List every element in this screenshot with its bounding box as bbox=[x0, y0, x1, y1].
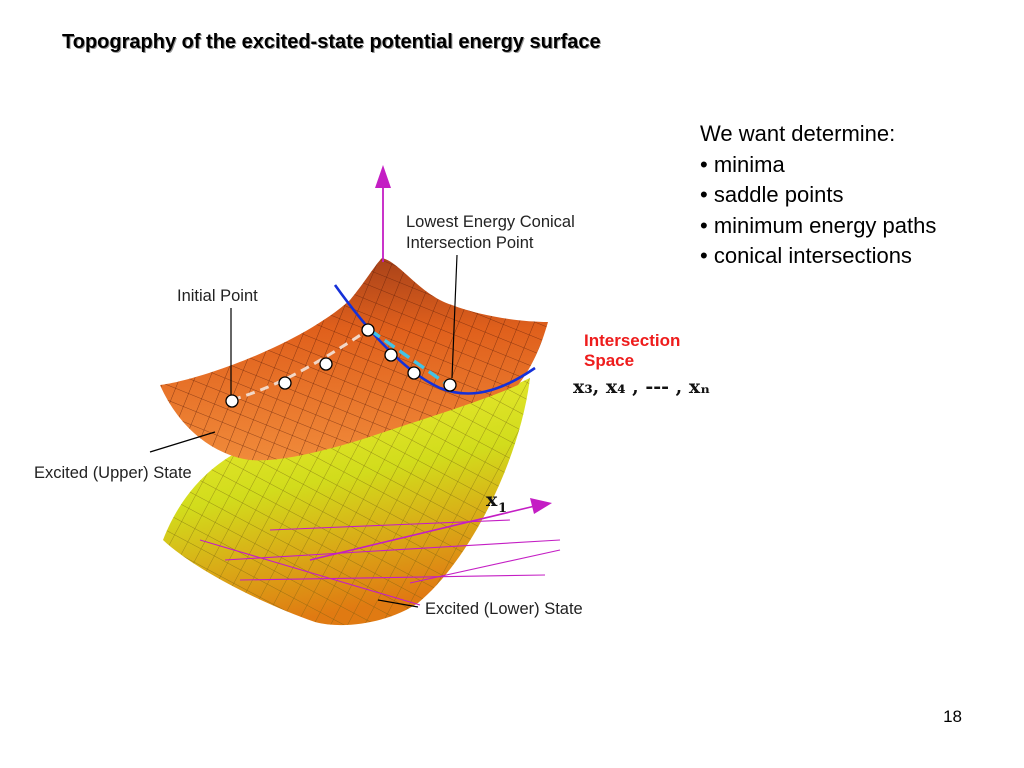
path-point bbox=[361, 323, 375, 337]
leader-lines bbox=[149, 254, 458, 608]
lowest-ci-label-line1: Lowest Energy Conical bbox=[406, 213, 575, 231]
bullet-conical-intersections: conical intersections bbox=[700, 241, 936, 272]
bullet-saddle-points: saddle points bbox=[700, 180, 936, 211]
path-point bbox=[319, 357, 333, 371]
upper-state-label: Excited (Upper) State bbox=[34, 464, 192, 482]
path-initial-to-seam bbox=[231, 328, 369, 402]
lower-state-surface bbox=[163, 378, 530, 626]
path-point bbox=[407, 366, 421, 380]
bullet-list: We want determine: minima saddle points … bbox=[700, 119, 936, 272]
bullet-minima: minima bbox=[700, 150, 936, 181]
bullet-minimum-energy-paths: minimum energy paths bbox=[700, 211, 937, 242]
lowest-ci-label-line2: Intersection Point bbox=[406, 234, 534, 252]
optimization-points bbox=[225, 323, 457, 408]
path-point bbox=[384, 348, 398, 362]
path-along-seam bbox=[369, 328, 449, 387]
lower-state-label: Excited (Lower) State bbox=[425, 600, 583, 618]
x1-axis-label: x bbox=[486, 489, 498, 511]
path-point bbox=[278, 376, 292, 390]
bullet-intro: We want determine: bbox=[700, 121, 896, 146]
intersection-coords-label: x₃, x₄ , --- , xₙ bbox=[573, 376, 710, 398]
intersection-space-label-line2: Space bbox=[584, 351, 634, 370]
initial-point-marker bbox=[225, 394, 239, 408]
energy-axis-arrow bbox=[375, 165, 391, 262]
lower-axis-lines bbox=[199, 519, 561, 606]
x1-axis-subscript: 1 bbox=[498, 501, 507, 516]
x1-axis-arrow bbox=[309, 498, 552, 561]
slide-title: Topography of the excited-state potentia… bbox=[62, 31, 601, 53]
upper-state-surface bbox=[160, 258, 548, 461]
page-number: 18 bbox=[943, 707, 962, 726]
intersection-space-label-line1: Intersection bbox=[584, 331, 680, 350]
lowest-ci-marker bbox=[443, 378, 457, 392]
seam-curve bbox=[333, 284, 536, 395]
initial-point-label: Initial Point bbox=[177, 287, 258, 305]
